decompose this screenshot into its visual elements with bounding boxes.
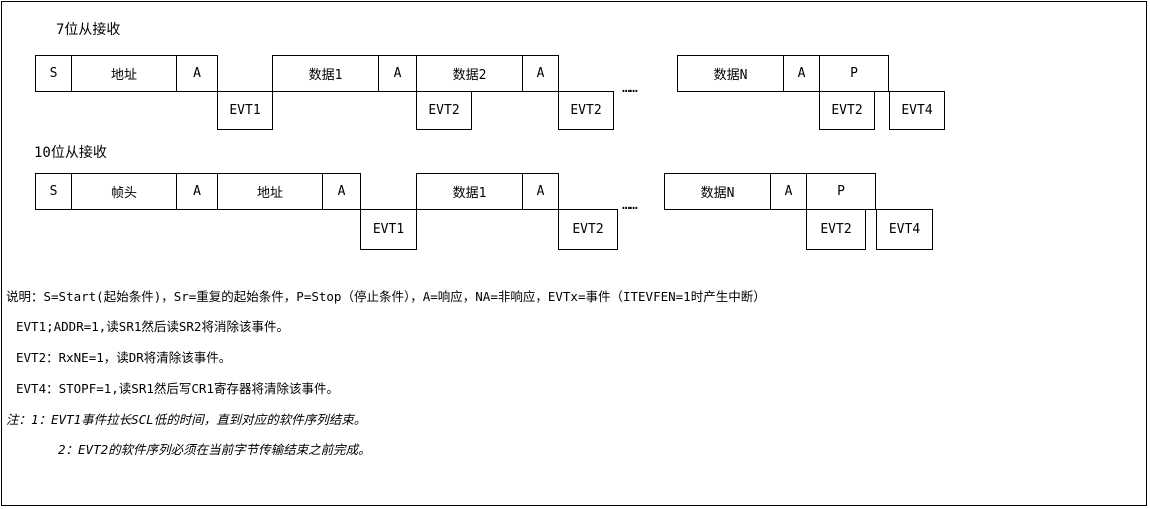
seq10-evt1: EVT1	[360, 209, 417, 250]
seq10-box-data1: 数据1	[416, 173, 523, 210]
seq7-evt2-c: EVT2	[819, 91, 875, 130]
seq7-box-data1: 数据1	[272, 55, 379, 92]
seq7-box-dataN: 数据N	[677, 55, 784, 92]
seq10-box-s: S	[35, 173, 72, 210]
seq7-evt1: EVT1	[217, 91, 273, 130]
seq10-ellipsis: ……	[622, 197, 638, 213]
seq7-box-s: S	[35, 55, 72, 92]
seq10-box-ack3: A	[522, 173, 559, 210]
seq7-box-ack4: A	[783, 55, 820, 92]
seq10-evt2-b: EVT2	[806, 209, 866, 250]
seq7-box-ack3: A	[522, 55, 559, 92]
seq10-box-addr: 地址	[217, 173, 323, 210]
evt2-description: EVT2：RxNE=1，读DR将清除该事件。	[16, 350, 232, 365]
seq10-box-header: 帧头	[71, 173, 177, 210]
seq7-evt4: EVT4	[889, 91, 945, 130]
note-1: 注：1：EVT1事件拉长SCL低的时间，直到对应的软件序列结束。	[6, 412, 367, 427]
seq10-box-ack1: A	[176, 173, 218, 210]
evt4-description: EVT4：STOPF=1,读SR1然后写CR1寄存器将清除该事件。	[16, 381, 339, 396]
seq7-box-ack1: A	[176, 55, 218, 92]
evt1-description: EVT1;ADDR=1,读SR1然后读SR2将消除该事件。	[16, 319, 289, 334]
seq7-box-stop: P	[819, 55, 889, 92]
seq7-evt2-a: EVT2	[416, 91, 472, 130]
seq7-box-data2: 数据2	[416, 55, 523, 92]
legend-text: 说明：S=Start(起始条件)，Sr=重复的起始条件，P=Stop（停止条件）…	[6, 289, 766, 304]
seq10-evt2-a: EVT2	[558, 209, 618, 250]
note-2: 2：EVT2的软件序列必须在当前字节传输结束之前完成。	[58, 442, 371, 457]
seq7-title: 7位从接收	[56, 22, 121, 38]
seq7-box-ack2: A	[378, 55, 417, 92]
seq10-title: 10位从接收	[34, 145, 107, 161]
seq7-evt2-b: EVT2	[558, 91, 614, 130]
seq10-box-ack4: A	[770, 173, 807, 210]
seq10-box-dataN: 数据N	[664, 173, 771, 210]
seq10-evt4: EVT4	[876, 209, 933, 250]
seq7-box-addr: 地址	[71, 55, 177, 92]
seq10-box-stop: P	[806, 173, 876, 210]
seq7-ellipsis: ……	[622, 80, 638, 96]
seq10-box-ack2: A	[322, 173, 361, 210]
